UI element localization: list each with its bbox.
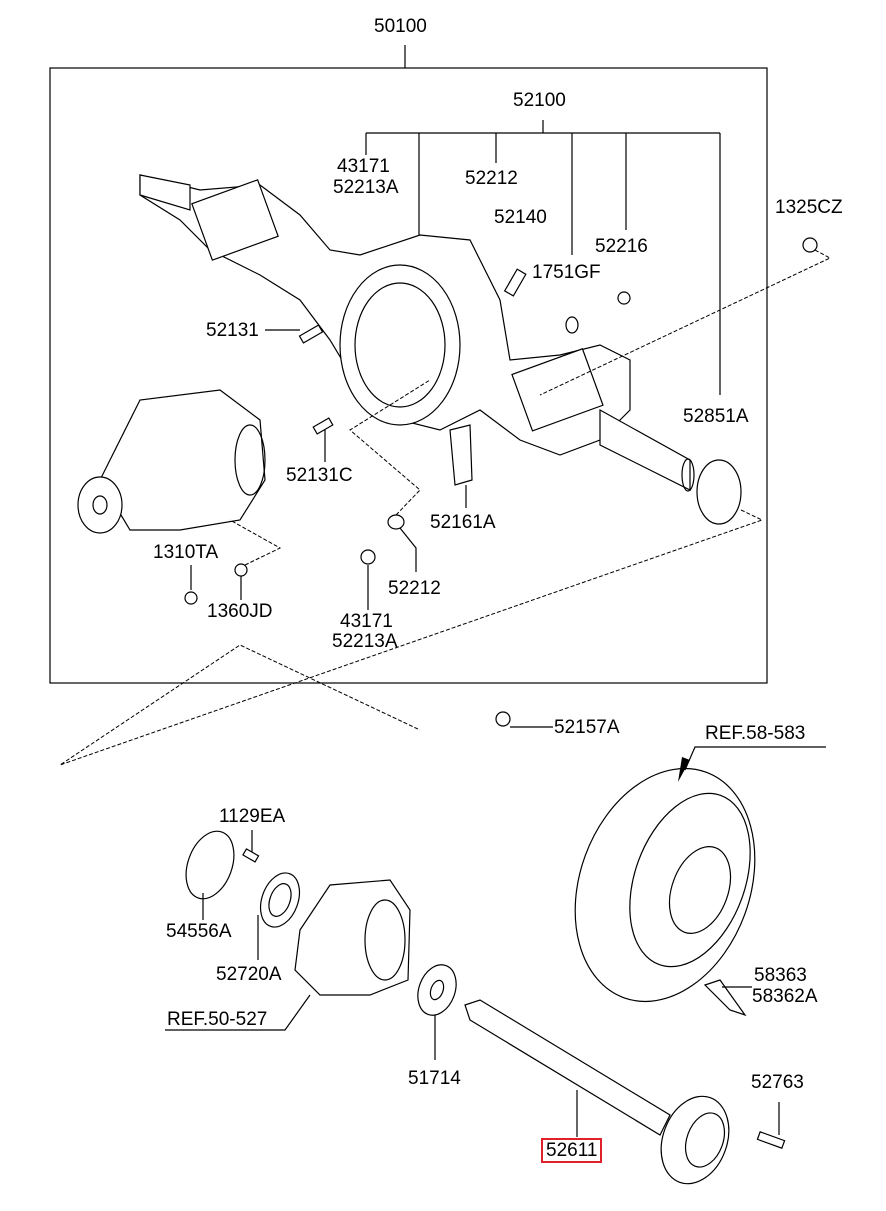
bolt-52131 <box>298 324 324 344</box>
label-1360JD[interactable]: 1360JD <box>207 601 273 622</box>
bolt-52131C <box>312 417 334 435</box>
label-REF50527[interactable]: REF.50-527 <box>167 1009 268 1030</box>
dashed-leader-1325CZ <box>539 249 832 396</box>
differential-carrier <box>77 389 266 534</box>
label-assembly-50100[interactable]: 50100 <box>374 16 427 37</box>
label-52720A[interactable]: 52720A <box>216 964 282 985</box>
label-52851A[interactable]: 52851A <box>683 406 749 427</box>
assembly-frame <box>49 67 768 684</box>
label-REF58583[interactable]: REF.58-583 <box>705 723 806 744</box>
dashed-1360JD <box>229 519 282 566</box>
label-1129EA[interactable]: 1129EA <box>219 806 286 827</box>
leader-REF50527 <box>165 994 311 1031</box>
washer-1751GF <box>565 316 579 334</box>
plug-52216 <box>617 291 631 305</box>
label-52161A[interactable]: 52161A <box>430 512 496 533</box>
nut-1325CZ <box>802 237 818 253</box>
leader-52100 <box>365 120 721 395</box>
bearing-52720A <box>259 872 301 928</box>
nut-1310TA <box>184 591 198 605</box>
axle-housing <box>139 174 695 492</box>
label-54556A[interactable]: 54556A <box>166 921 232 942</box>
axle-hub-housing <box>294 879 411 996</box>
bolt-43171-bottom <box>360 549 376 565</box>
label-52157A[interactable]: 52157A <box>554 717 620 738</box>
label-52763[interactable]: 52763 <box>751 1072 804 1093</box>
label-43171-top[interactable]: 43171 <box>337 156 390 177</box>
gasket-54556A <box>185 830 235 900</box>
label-1310TA[interactable]: 1310TA <box>153 542 219 563</box>
dashed-52212 <box>349 379 431 516</box>
washer-52212-bottom <box>387 514 405 530</box>
label-52611-selected[interactable]: 52611 <box>541 1138 603 1163</box>
bolt-52157A <box>495 711 511 727</box>
leader-52212-bottom <box>399 527 417 572</box>
label-1751GF[interactable]: 1751GF <box>532 262 601 283</box>
label-52131C[interactable]: 52131C <box>286 465 353 486</box>
label-58363[interactable]: 58363 <box>754 965 807 986</box>
axle-shaft-52611 <box>464 999 730 1185</box>
label-52213A-top[interactable]: 52213A <box>333 177 399 198</box>
label-subassembly-52100[interactable]: 52100 <box>513 90 566 111</box>
label-52213A-bottom[interactable]: 52213A <box>332 631 398 652</box>
label-1325CZ[interactable]: 1325CZ <box>775 197 843 218</box>
brake-assembly <box>574 767 756 1003</box>
label-51714[interactable]: 51714 <box>408 1068 461 1089</box>
leader-REF58583 <box>684 746 826 771</box>
dashed-gasket-link <box>59 509 764 766</box>
label-58362A[interactable]: 58362A <box>752 986 818 1007</box>
bracket-52161A <box>449 424 473 486</box>
label-52212-top[interactable]: 52212 <box>465 168 518 189</box>
bolt-52763 <box>756 1131 786 1149</box>
bolt-1129EA <box>242 848 260 863</box>
shoe-hold-58363 <box>703 979 747 1017</box>
label-43171-bottom[interactable]: 43171 <box>340 611 393 632</box>
label-52140[interactable]: 52140 <box>494 207 547 228</box>
label-52212-bottom[interactable]: 52212 <box>388 578 441 599</box>
vent-52140 <box>503 268 527 297</box>
gasket-52851A <box>696 459 742 525</box>
arrow-REF58583 <box>678 757 690 782</box>
seal-51714 <box>417 964 457 1016</box>
washer-1360JD <box>234 563 248 577</box>
label-52131[interactable]: 52131 <box>206 320 259 341</box>
label-52216[interactable]: 52216 <box>595 236 648 257</box>
